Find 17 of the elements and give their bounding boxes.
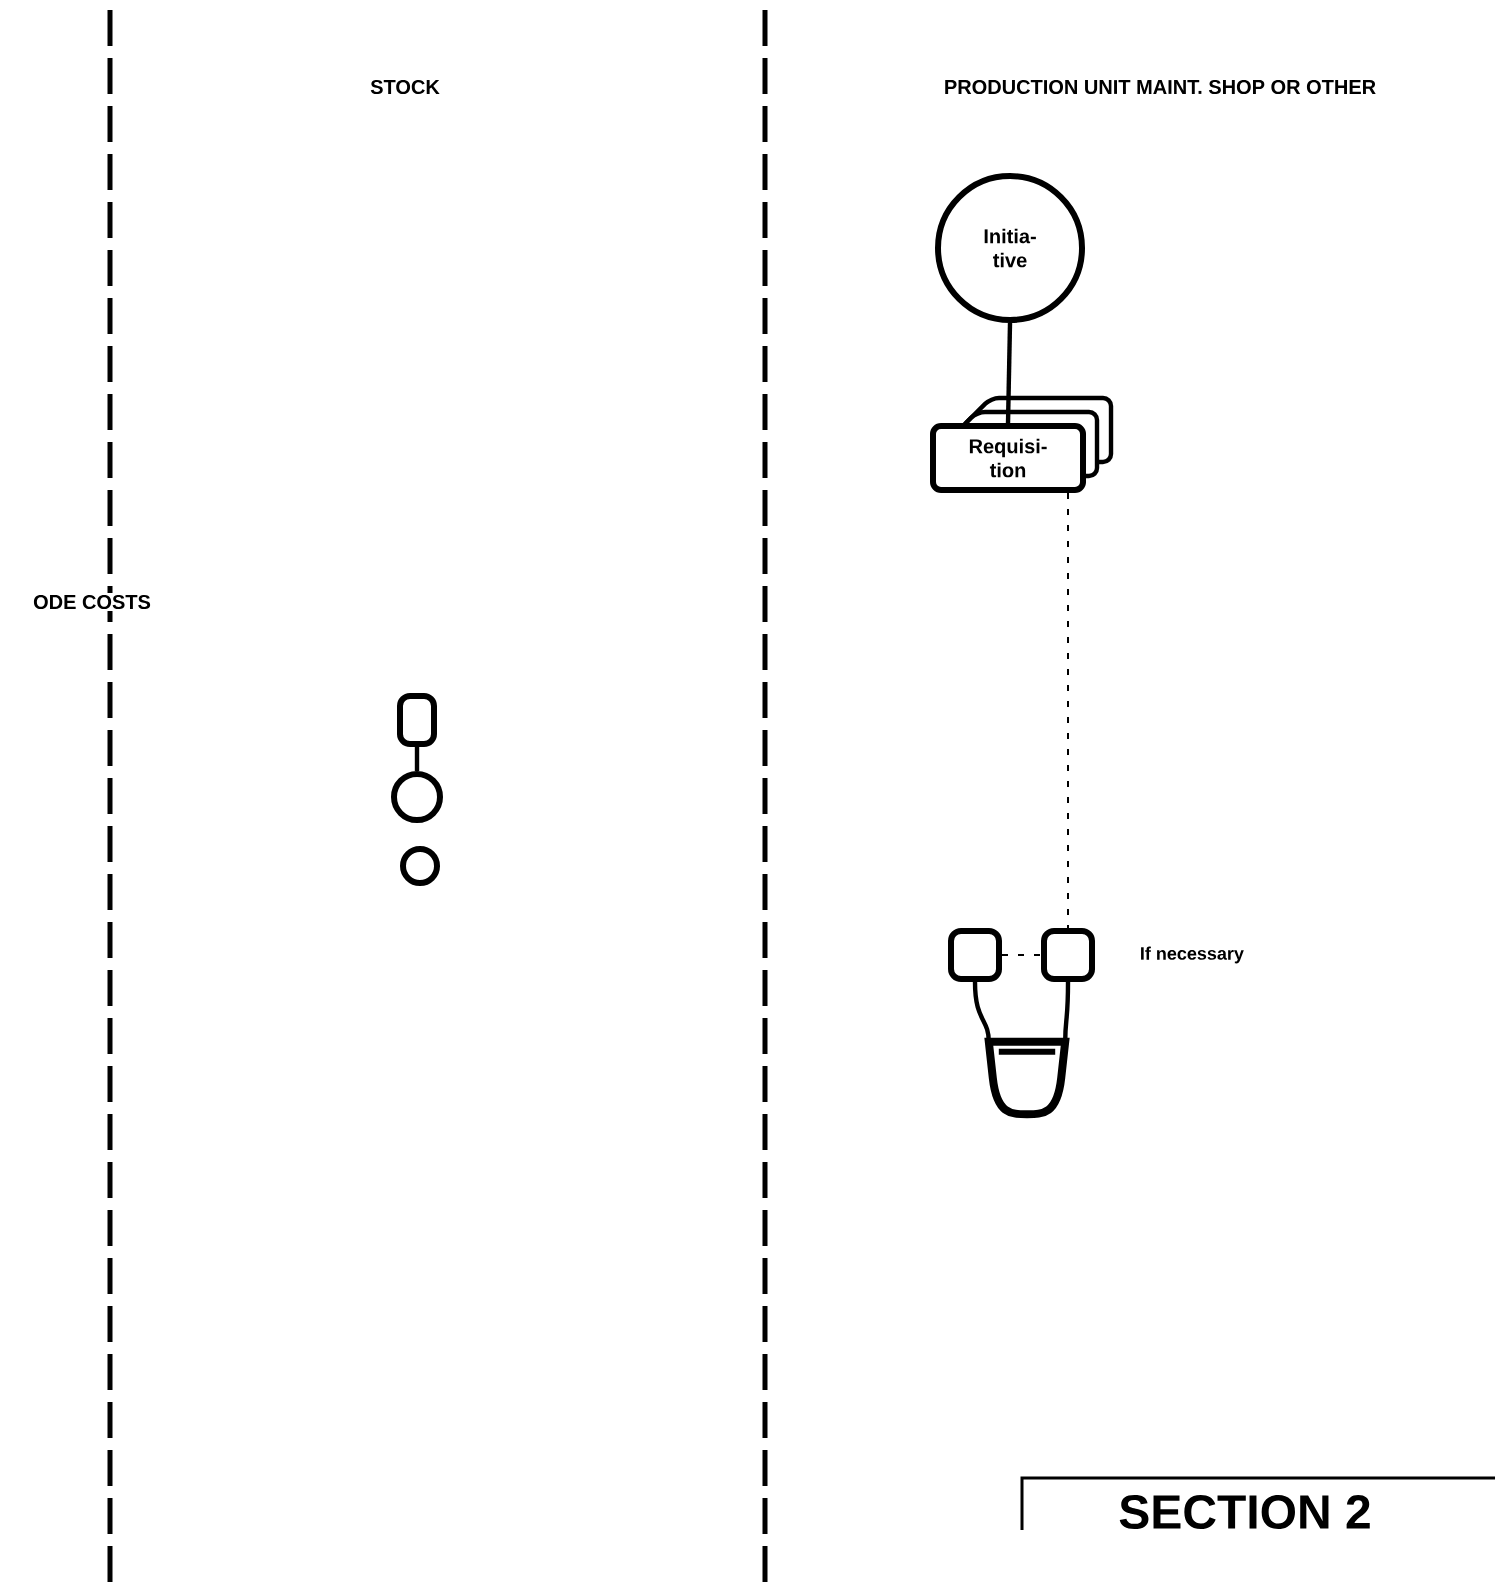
lane-heading: STOCK bbox=[368, 77, 442, 97]
file-symbol bbox=[984, 1037, 1070, 1119]
lane-heading: ODE COSTS bbox=[31, 592, 153, 612]
connector bbox=[1001, 954, 1042, 956]
connector bbox=[414, 747, 420, 771]
document-stack: Requisi- tion bbox=[930, 395, 1114, 493]
process-circle bbox=[400, 846, 440, 886]
process-circle bbox=[391, 771, 443, 823]
process-box bbox=[1041, 928, 1095, 982]
node-label: tion bbox=[989, 462, 1026, 478]
node-note: If necessary bbox=[1141, 946, 1244, 964]
lane-heading: PRODUCTION UNIT MAINT. SHOP OR OTHER bbox=[941, 77, 1379, 97]
process-box bbox=[397, 693, 437, 747]
connector bbox=[1005, 322, 1013, 424]
section-heading: SECTION 2 bbox=[1116, 1493, 1374, 1531]
process-box bbox=[948, 928, 1002, 982]
connector bbox=[1067, 492, 1069, 929]
